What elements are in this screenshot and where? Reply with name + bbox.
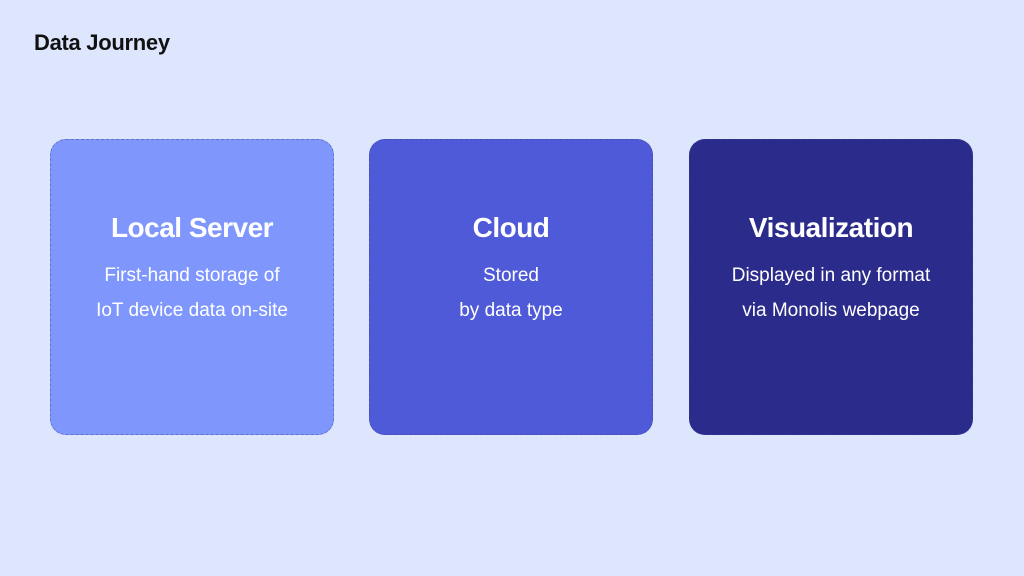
cloud-desc-line-2: by data type (459, 300, 563, 321)
page-title: Data Journey (34, 30, 170, 55)
visualization-desc-line-1: Displayed in any format (731, 265, 931, 286)
local-server-desc-line-1: First-hand storage of (104, 265, 280, 286)
local-server-description: First-hand storage of IoT device data on… (51, 258, 333, 328)
local-server-desc-line-2: IoT device data on-site (96, 300, 288, 321)
visualization-desc-line-2: via Monolis webpage (742, 300, 920, 321)
local-server-card: Local Server First-hand storage of IoT d… (50, 139, 334, 435)
cloud-card: Cloud Stored by data type (369, 139, 653, 435)
visualization-title: Visualization (748, 212, 914, 243)
visualization-card: Visualization Displayed in any format vi… (689, 139, 973, 435)
local-server-title: Local Server (110, 212, 274, 243)
visualization-description: Displayed in any format via Monolis webp… (690, 258, 972, 328)
cloud-description: Stored by data type (370, 258, 652, 328)
cloud-title: Cloud (472, 212, 550, 243)
cloud-desc-line-1: Stored (483, 265, 539, 286)
